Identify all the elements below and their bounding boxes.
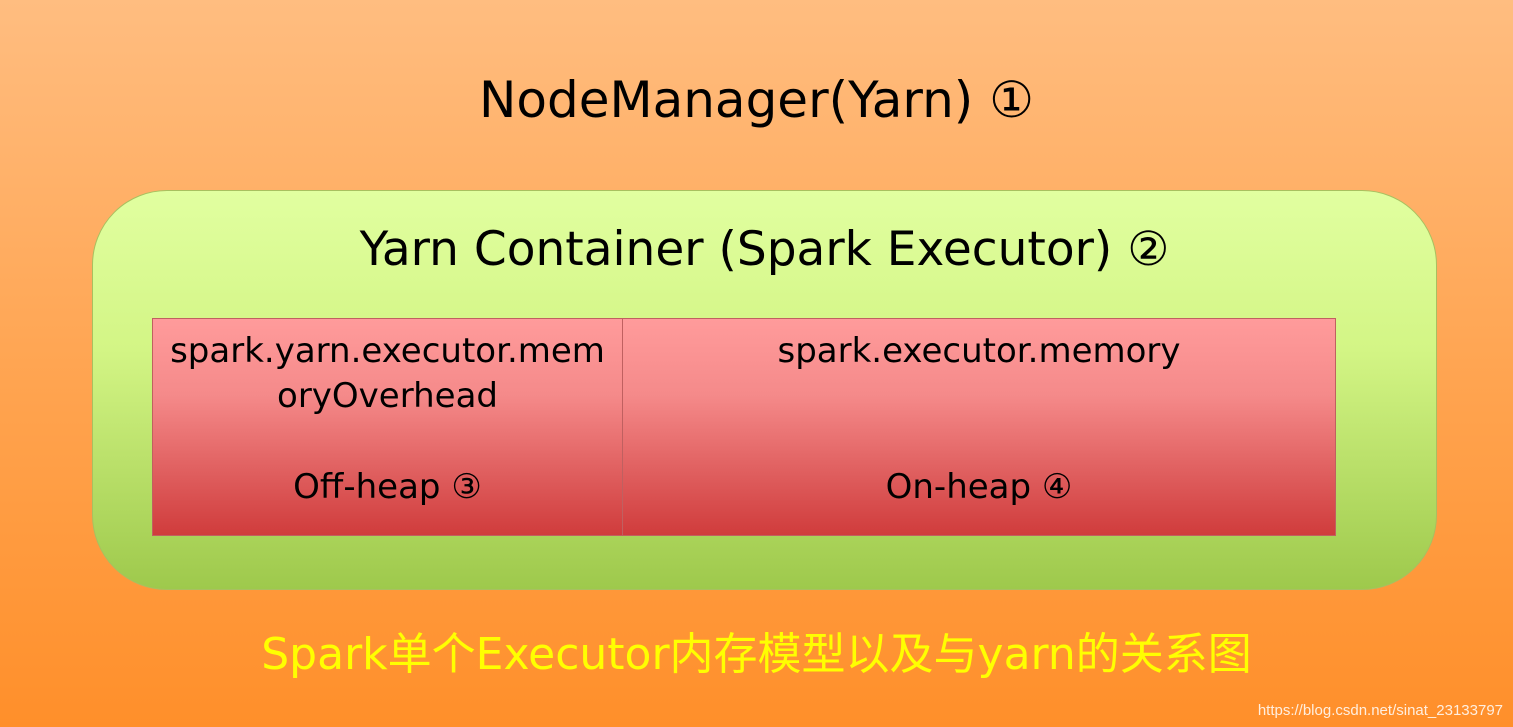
- yarn-container-box: Yarn Container (Spark Executor) ② spark.…: [92, 190, 1437, 590]
- node-manager-title: NodeManager(Yarn) ①: [478, 71, 1035, 129]
- on-heap-label: On-heap ④: [885, 467, 1073, 507]
- yarn-container-title: Yarn Container (Spark Executor) ②: [359, 222, 1170, 277]
- on-heap-config-name: spark.executor.memory: [777, 331, 1181, 371]
- on-heap-cell: spark.executor.memory On-heap ④: [623, 319, 1335, 535]
- off-heap-label: Off-heap ③: [293, 467, 482, 507]
- off-heap-config-name: spark.yarn.executor.memoryOverhead: [170, 331, 605, 416]
- diagram-caption: Spark单个Executor内存模型以及与yarn的关系图: [261, 629, 1252, 680]
- off-heap-cell: spark.yarn.executor.memoryOverhead Off-h…: [153, 319, 623, 535]
- watermark-url: https://blog.csdn.net/sinat_23133797: [1257, 702, 1503, 719]
- executor-memory-row: spark.yarn.executor.memoryOverhead Off-h…: [152, 318, 1336, 536]
